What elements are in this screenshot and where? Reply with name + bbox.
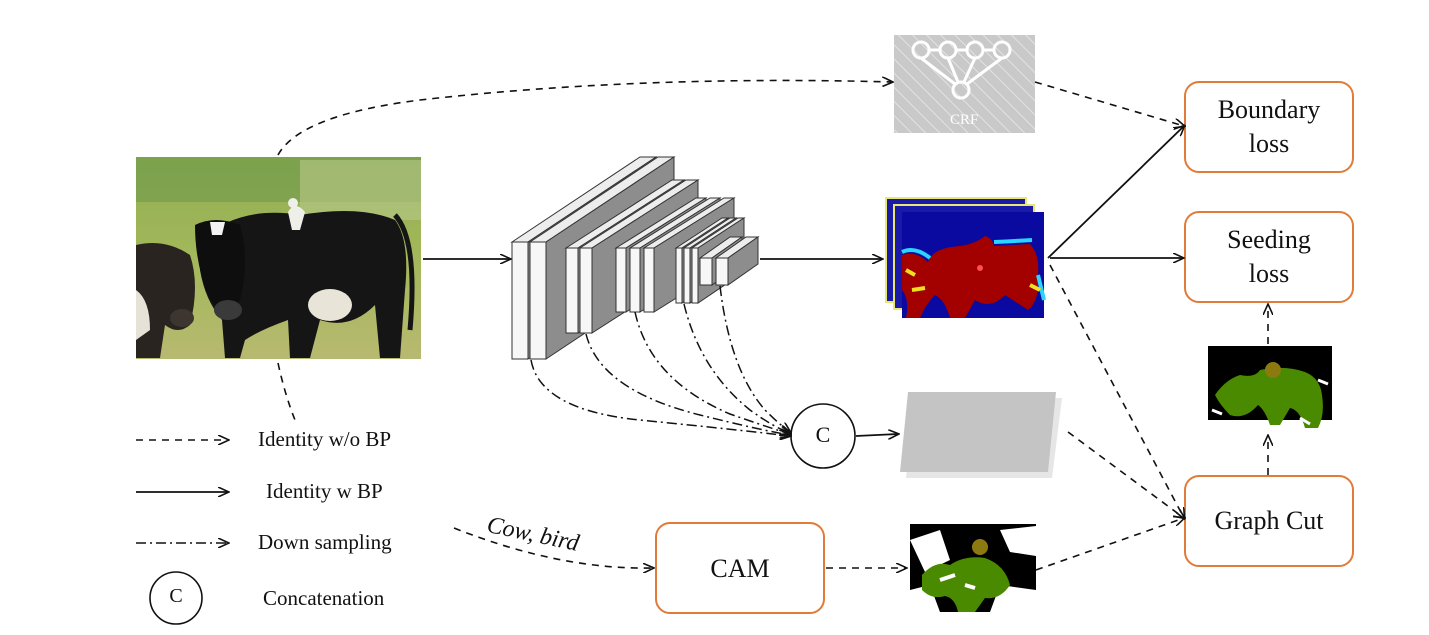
- cam-box: [655, 522, 825, 614]
- legend-concat-label: C: [169, 585, 183, 607]
- crf-graphic: [894, 35, 1035, 133]
- solid-arrows: [423, 126, 1184, 436]
- legend-concat-circle: [149, 571, 203, 625]
- crf-label: CRF: [950, 112, 979, 128]
- cam-label: CAM: [710, 554, 770, 583]
- cnn-backbone: [510, 156, 760, 360]
- legend-concatenation: Concatenation: [263, 586, 385, 610]
- seeding-loss-box: [1184, 211, 1354, 303]
- input-photo: [136, 157, 421, 359]
- graph-cut-segmentation: [1208, 346, 1332, 433]
- boundary-loss-label: Boundary loss: [1217, 95, 1321, 158]
- heatmap-stack: [885, 197, 1046, 318]
- graph-cut-label: Graph Cut: [1214, 506, 1324, 535]
- seeding-loss-label: Seeding loss: [1227, 225, 1311, 288]
- cam-segmentation: [910, 524, 1036, 612]
- downsample-arrows: [136, 285, 790, 543]
- legend-down-sampling: Down sampling: [258, 530, 392, 554]
- dashed-arrows: [136, 80, 1268, 570]
- legend-identity-no-bp: Identity w/o BP: [258, 427, 392, 451]
- concat-node-label: C: [815, 422, 831, 447]
- concat-feature-plane: [900, 392, 1062, 478]
- legend-identity-bp: Identity w BP: [266, 479, 383, 503]
